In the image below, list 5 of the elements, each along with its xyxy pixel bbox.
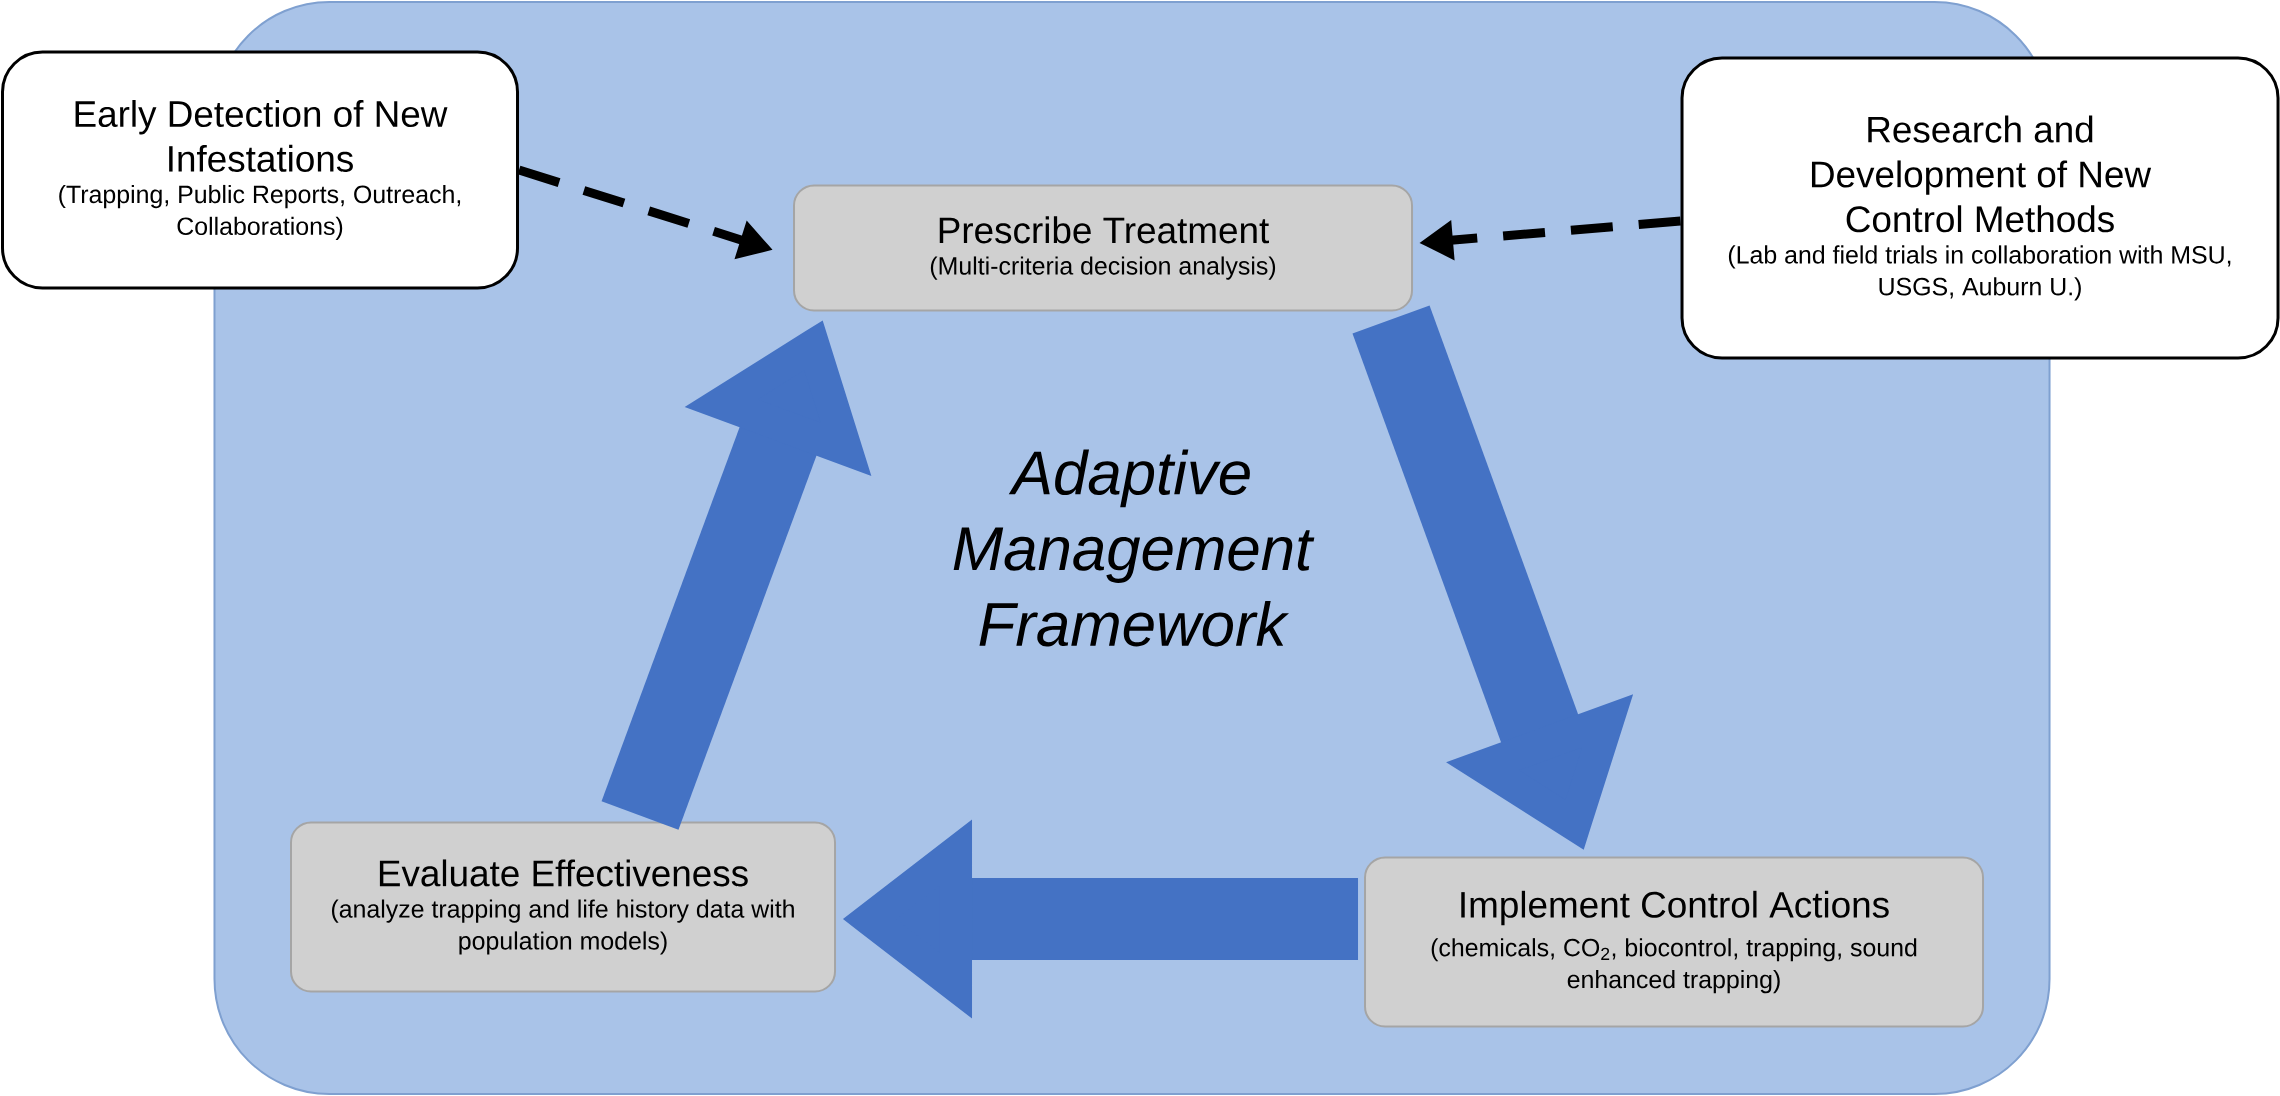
- process-box: Prescribe Treatment (Multi-criteria decision analysis): [793, 184, 1413, 312]
- callout-box: Early Detection of New Infestations (Trapping, Public Reports, Outreach, Collaborations): [1, 50, 519, 290]
- process-box: Implement Control Actions (chemicals, CO$_{2}$, biocontrol, trapping, sound enhanced trapping): [1364, 856, 1985, 1028]
- callout-box: Research and Development of New Control Methods (Lab and field trials in collaboration with MSU, USGS, Auburn U.): [1680, 56, 2280, 360]
- process-box: Evaluate Effectiveness (analyze trapping and life history data with population models): [290, 821, 836, 993]
